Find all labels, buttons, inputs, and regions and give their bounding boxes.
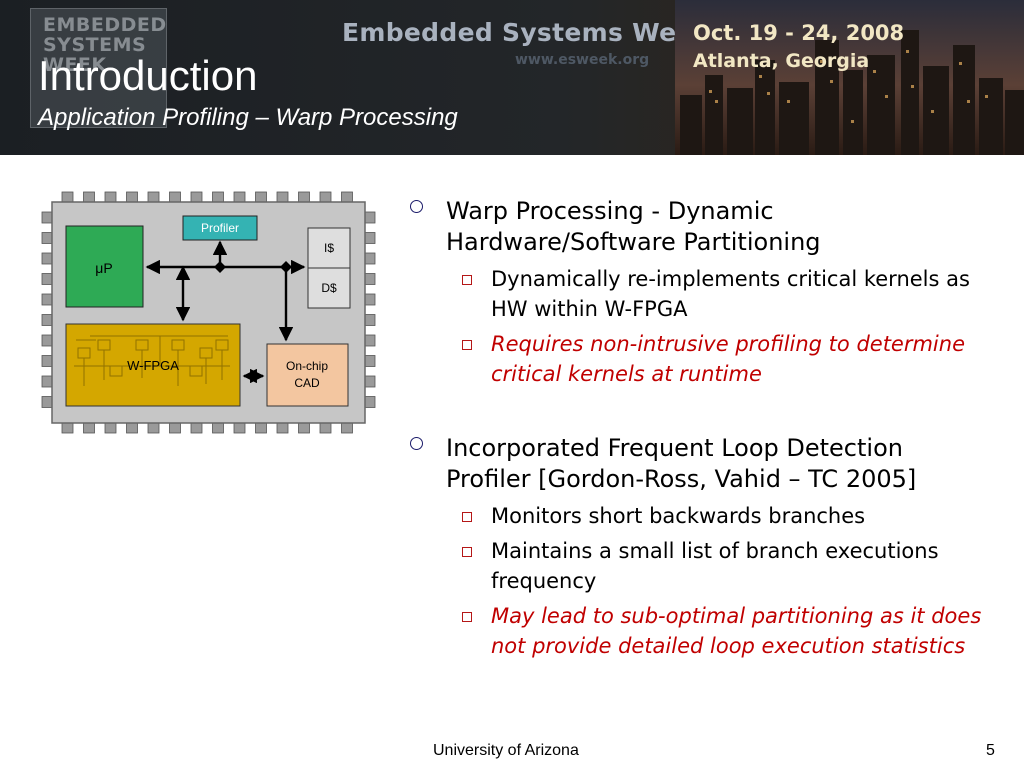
chip-pin (255, 422, 267, 434)
data-cache-block (307, 267, 351, 309)
chip-pin (341, 191, 353, 203)
chip-pin (364, 375, 376, 388)
chip-pin (255, 191, 267, 203)
instruction-cache-label: I$ (324, 241, 334, 255)
profiler-label: Profiler (201, 221, 239, 235)
chip-pin (298, 422, 310, 434)
chip-pin (190, 191, 203, 203)
chip-pin (212, 422, 224, 434)
chip-pin (41, 211, 53, 224)
chip-pin (364, 293, 376, 306)
conference-name: Embedded Systems Week (342, 18, 711, 47)
chip-pin (41, 273, 53, 285)
footer-organization: University of Arizona (433, 742, 579, 759)
chip-pin (298, 191, 310, 203)
chip-pin (41, 314, 53, 326)
on-chip-cad-block (266, 343, 349, 407)
sub-bullet-requires-profiling: Requires non-intrusive profiling to dete… (408, 329, 988, 389)
square-bullet-icon (462, 340, 472, 350)
circle-bullet-icon (410, 437, 423, 450)
microprocessor-label: μP (95, 260, 112, 276)
chip-pin (83, 422, 95, 434)
sub-bullet-reimplements: Dynamically re-implements critical kerne… (408, 264, 988, 324)
square-bullet-icon (462, 547, 472, 557)
instruction-cache-block (307, 227, 351, 269)
chip-pin (212, 191, 224, 203)
microprocessor-block (65, 225, 144, 308)
slide-subtitle: Application Profiling – Warp Processing (38, 104, 458, 131)
data-cache-label: D$ (321, 281, 337, 295)
chip-pin (190, 422, 203, 434)
chip-pin (169, 422, 181, 434)
chip-pin (276, 422, 289, 434)
chip-pin (147, 191, 160, 203)
bullet-warp-processing: Warp Processing - Dynamic Hardware/Softw… (408, 196, 988, 258)
conference-location: Atlanta, Georgia (693, 50, 870, 72)
chip-pin (169, 191, 181, 203)
conference-dates: Oct. 19 - 24, 2008 (693, 21, 905, 45)
bullet-loop-detection-profiler: Incorporated Frequent Loop Detection Pro… (408, 433, 988, 495)
square-bullet-icon (462, 612, 472, 622)
sub-bullet-monitors-branches: Monitors short backwards branches (408, 501, 988, 531)
slide-bullets: Warp Processing - Dynamic Hardware/Softw… (408, 196, 988, 661)
sub-bullet-suboptimal-partitioning: May lead to sub-optimal partitioning as … (408, 601, 988, 661)
chip-pin (364, 273, 376, 285)
chip-pin (364, 232, 376, 244)
circle-bullet-icon (410, 200, 423, 213)
bus-junction-dots (214, 261, 292, 273)
chip-pin (41, 232, 53, 244)
warp-processor-diagram: μP Profiler I$ D$ W-FPGA On-chip CAD (41, 191, 376, 434)
chip-pin (126, 191, 138, 203)
square-bullet-icon (462, 512, 472, 522)
chip-pin (41, 334, 53, 347)
esweek-logo: EMBEDDED SYSTEMS WEEK (30, 8, 167, 128)
chip-pin (364, 396, 376, 408)
slide-title: Introduction (38, 52, 258, 99)
chip-pin (41, 375, 53, 388)
city-skyline-image (675, 0, 1024, 155)
conference-url: www.esweek.org (515, 52, 650, 68)
chip-pin (147, 422, 160, 434)
chip-pin (319, 422, 332, 434)
w-fpga-label: W-FPGA (127, 358, 179, 373)
on-chip-cad-label-line2: CAD (294, 376, 320, 390)
chip-pin (364, 355, 376, 367)
chip-pin (61, 191, 74, 203)
chip-pin (319, 191, 332, 203)
chip-pin (41, 252, 53, 265)
chip-pin (126, 422, 138, 434)
chip-pin (41, 293, 53, 306)
chip-pin (41, 355, 53, 367)
w-fpga-block (65, 323, 241, 407)
chip-pin (233, 422, 246, 434)
chip-pin (364, 314, 376, 326)
square-bullet-icon (462, 275, 472, 285)
chip-pin (104, 422, 117, 434)
chip-pin (364, 334, 376, 347)
slide-header-banner: EMBEDDED SYSTEMS WEEK Embedded Systems W… (0, 0, 1024, 155)
chip-pin (83, 191, 95, 203)
sub-bullet-branch-list: Maintains a small list of branch executi… (408, 536, 988, 596)
chip-pin (104, 191, 117, 203)
chip-pin (364, 211, 376, 224)
chip-pin (233, 191, 246, 203)
profiler-block (182, 215, 258, 241)
chip-pin (41, 396, 53, 408)
slide-page-number: 5 (986, 742, 995, 759)
chip-pin (341, 422, 353, 434)
chip-pin (364, 252, 376, 265)
on-chip-cad-label-line1: On-chip (286, 359, 328, 373)
chip-pin (276, 191, 289, 203)
chip-pin (61, 422, 74, 434)
fpga-logic-pattern (74, 335, 230, 386)
